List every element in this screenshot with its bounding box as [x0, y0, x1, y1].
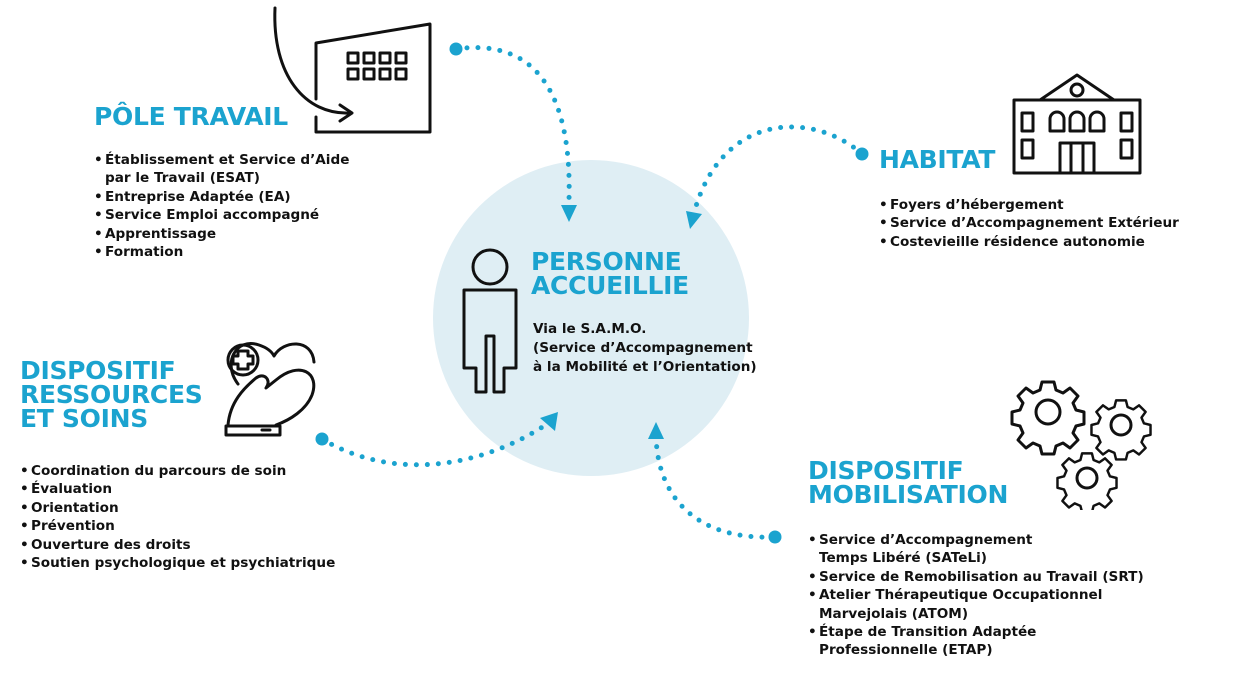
dot-habitat	[855, 147, 869, 161]
list-item: Atelier Thérapeutique OccupationnelMarve…	[808, 586, 1144, 623]
list-item: Étape de Transition AdaptéeProfessionnel…	[808, 623, 1144, 660]
list-item: Entreprise Adaptée (EA)	[94, 188, 349, 207]
center-circle	[433, 160, 749, 476]
list-item: Service d’Accompagnement Extérieur	[879, 214, 1179, 233]
text-line: PERSONNE	[531, 247, 682, 276]
dot-ressources	[315, 432, 329, 446]
person-icon	[462, 248, 518, 394]
text-line: à la Mobilité et l’Orientation)	[533, 359, 757, 375]
connector-mobilisation	[653, 427, 776, 540]
list-item: Coordination du parcours de soin	[20, 462, 335, 481]
list-item: Service Emploi accompagné	[94, 206, 349, 225]
heart-hand-health-icon	[224, 342, 316, 437]
list-item: Foyers d’hébergement	[879, 196, 1179, 215]
text-line: RESSOURCES	[20, 380, 203, 409]
list-item: Apprentissage	[94, 225, 349, 244]
list-item: Soutien psychologique et psychiatrique	[20, 554, 335, 573]
text-line: PÔLE TRAVAIL	[94, 102, 288, 131]
dot-mobilisation	[768, 530, 782, 544]
arrowhead-mobilisation	[648, 422, 664, 439]
pole-travail-title: PÔLE TRAVAIL	[94, 102, 288, 131]
gears-icon	[1010, 380, 1152, 510]
text-line: (Service d’Accompagnement	[533, 340, 753, 356]
dot-travail	[449, 42, 463, 56]
office-building-icon	[273, 6, 432, 134]
center-subtitle: Via le S.A.M.O. (Service d’Accompagnement…	[533, 320, 757, 377]
text-line: MOBILISATION	[808, 480, 1009, 509]
text-line: DISPOSITIF	[808, 456, 964, 485]
residence-building-icon	[1012, 73, 1142, 175]
connector-ressources	[319, 421, 550, 468]
list-item: Orientation	[20, 499, 335, 518]
habitat-title: HABITAT	[879, 145, 996, 174]
text-line: Via le S.A.M.O.	[533, 321, 647, 337]
list-item: Service de Remobilisation au Travail (SR…	[808, 568, 1144, 587]
text-line: ET SOINS	[20, 404, 148, 433]
connector-travail	[453, 45, 572, 203]
list-item: Costevieille résidence autonomie	[879, 233, 1179, 252]
habitat-list: Foyers d’hébergementService d’Accompagne…	[879, 196, 1179, 252]
arrowhead-habitat	[686, 211, 702, 229]
list-item: Évaluation	[20, 480, 335, 499]
list-item: Prévention	[20, 517, 335, 536]
text-line: HABITAT	[879, 145, 996, 174]
text-line: ACCUEILLIE	[531, 271, 689, 300]
text-line: DISPOSITIF	[20, 356, 176, 385]
ressources-list: Coordination du parcours de soinÉvaluati…	[20, 462, 335, 573]
list-item: Formation	[94, 243, 349, 262]
list-item: Ouverture des droits	[20, 536, 335, 555]
arrowhead-travail	[561, 205, 577, 222]
connector-habitat	[691, 124, 865, 216]
arrowhead-ressources	[540, 412, 558, 431]
